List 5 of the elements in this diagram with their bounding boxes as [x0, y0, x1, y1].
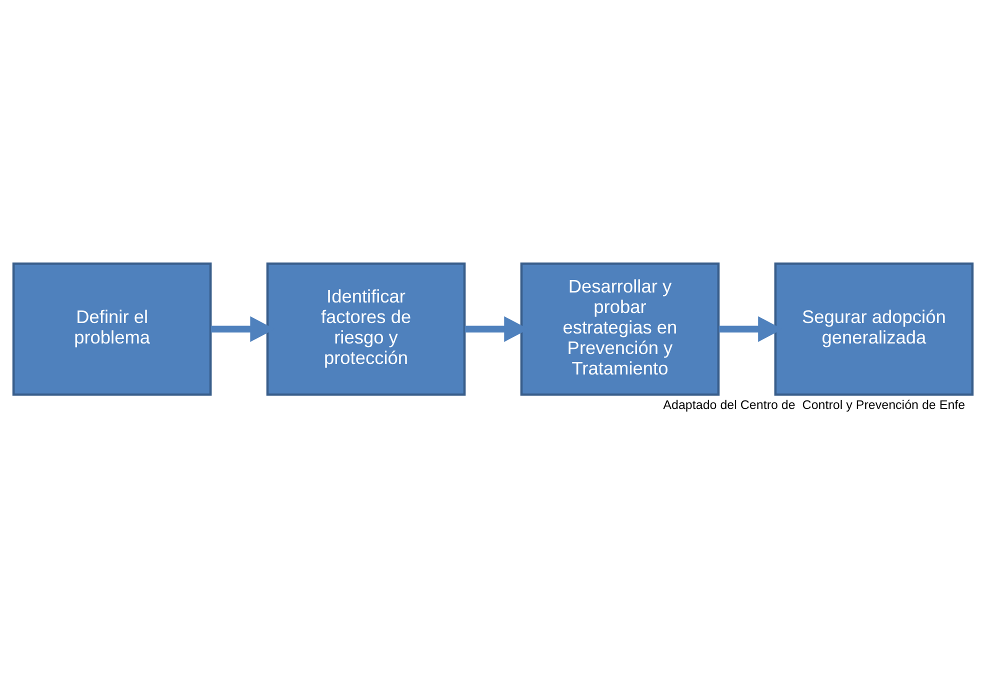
node-box: Identificar factores de riesgo y protección — [266, 262, 466, 396]
node-box: Desarrollar y probar estrategias en Prevención y Tratamiento — [520, 262, 720, 396]
caption: Adaptado del Centro de Control y Prevención de Enfe — [662, 398, 965, 412]
node-box: Definir el problema — [12, 262, 212, 396]
node-box: Segurar adopción generalizada — [774, 262, 974, 396]
